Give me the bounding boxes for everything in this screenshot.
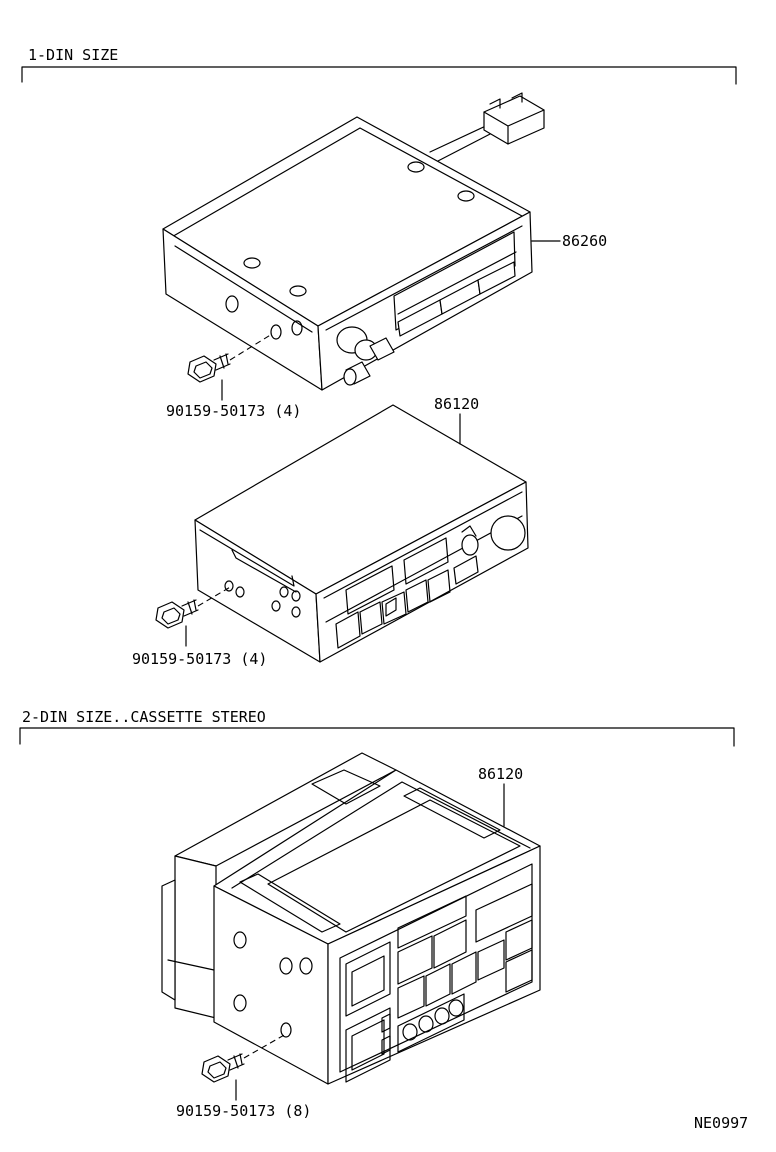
preset-buttons (397, 261, 516, 337)
side-hole (291, 606, 301, 618)
side-hole (233, 994, 247, 1012)
screw-b-guide (197, 585, 233, 607)
stereo-front-face (315, 481, 529, 663)
callout-86260: 86260 (562, 232, 607, 250)
side-hole (279, 586, 289, 598)
section-title-2din: 2-DIN SIZE..CASSETTE STEREO (22, 708, 266, 726)
tuning-knob (343, 361, 371, 386)
side-hole (233, 931, 247, 949)
top-slot (403, 787, 501, 839)
side-hole (280, 1022, 292, 1038)
side-hole (270, 324, 282, 340)
control-buttons (335, 555, 479, 649)
rear-bracket-side (174, 855, 217, 1019)
stereo-unit-86120-1din (194, 404, 529, 663)
wire-harness (429, 123, 495, 163)
display-window (345, 537, 449, 615)
side-hole (279, 957, 293, 975)
callout-screw-b: 90159-50173 (4) (132, 650, 267, 668)
side-hole (235, 586, 245, 598)
section-bracket-2din (19, 727, 735, 747)
callout-86120-1din: 86120 (434, 395, 479, 413)
stereo-knobs (461, 515, 526, 556)
top-slot (239, 873, 341, 933)
mounting-hole (407, 161, 425, 173)
side-hole (224, 580, 234, 592)
figure-code: NE0997 (694, 1114, 748, 1132)
harness-connector (483, 92, 545, 145)
mounting-hole (289, 285, 307, 297)
side-hole (299, 957, 313, 975)
side-hole (291, 320, 303, 336)
callout-86120-2din: 86120 (478, 765, 523, 783)
screw-a (187, 353, 231, 383)
top-recess (267, 799, 521, 933)
mounting-hole (243, 257, 261, 269)
callout-screw-c: 90159-50173 (8) (176, 1102, 311, 1120)
mounting-hole (457, 190, 475, 202)
section-title-1din: 1-DIN SIZE (28, 46, 118, 64)
screw-c-guide (243, 1033, 287, 1059)
screw-a-guide (229, 333, 273, 361)
side-hole (291, 590, 301, 602)
radio-unit-86260 (162, 92, 545, 391)
screw-c (201, 1053, 245, 1083)
side-hole (225, 295, 239, 313)
volume-knob (336, 326, 395, 361)
section-bracket-1din (21, 66, 737, 85)
callout-screw-a: 90159-50173 (4) (166, 402, 301, 420)
side-hole (271, 600, 281, 612)
display-window (393, 231, 516, 331)
screw-b (155, 599, 199, 629)
stereo-unit-86120-2din (161, 752, 541, 1085)
front-panel-controls (345, 883, 533, 1083)
